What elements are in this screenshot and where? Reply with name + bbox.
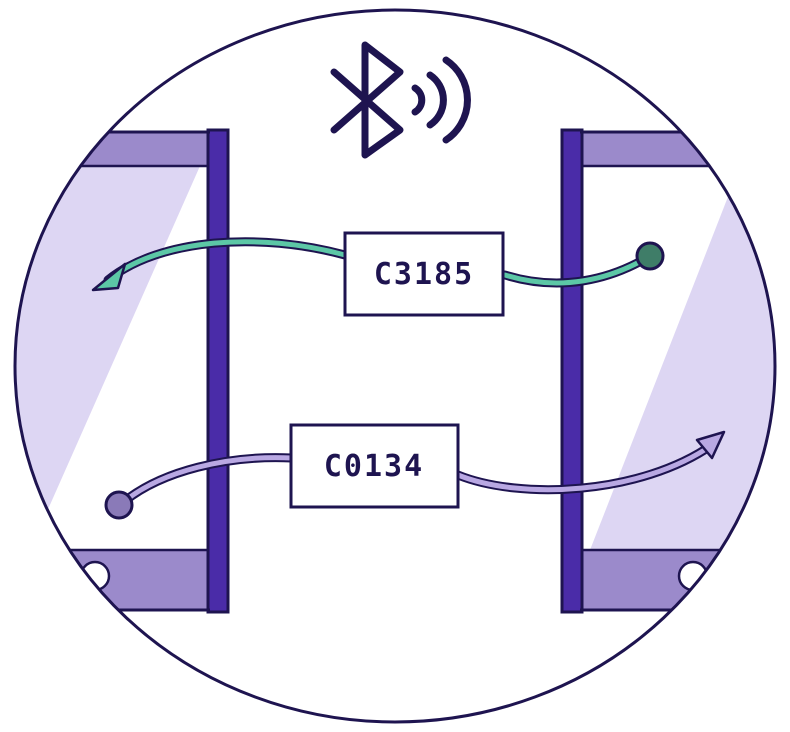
- right-phone-frame-edge: [560, 128, 584, 614]
- received-code-origin-dot: [104, 490, 134, 520]
- right-phone-screen-glare: [590, 166, 775, 550]
- bluetooth-icon: [330, 41, 404, 159]
- sent-code-arrow: [91, 237, 665, 292]
- circular-frame: [13, 8, 777, 724]
- received-code-label: C0134: [324, 449, 424, 484]
- right-phone: [560, 128, 775, 614]
- sent-code-label: C3185: [374, 257, 474, 292]
- received-code-card: C0134: [289, 423, 460, 509]
- left-phone-frame-edge: [206, 128, 230, 614]
- left-phone: [15, 128, 232, 614]
- received-code-arrow: [104, 430, 726, 520]
- left-phone-screen-glare: [15, 166, 200, 550]
- sent-code-origin-dot: [635, 241, 665, 271]
- signal-waves-icon: [411, 56, 471, 144]
- received-code-arrowhead: [695, 430, 726, 460]
- sent-code-card: C3185: [343, 231, 505, 317]
- sent-code-arrowhead: [91, 262, 127, 292]
